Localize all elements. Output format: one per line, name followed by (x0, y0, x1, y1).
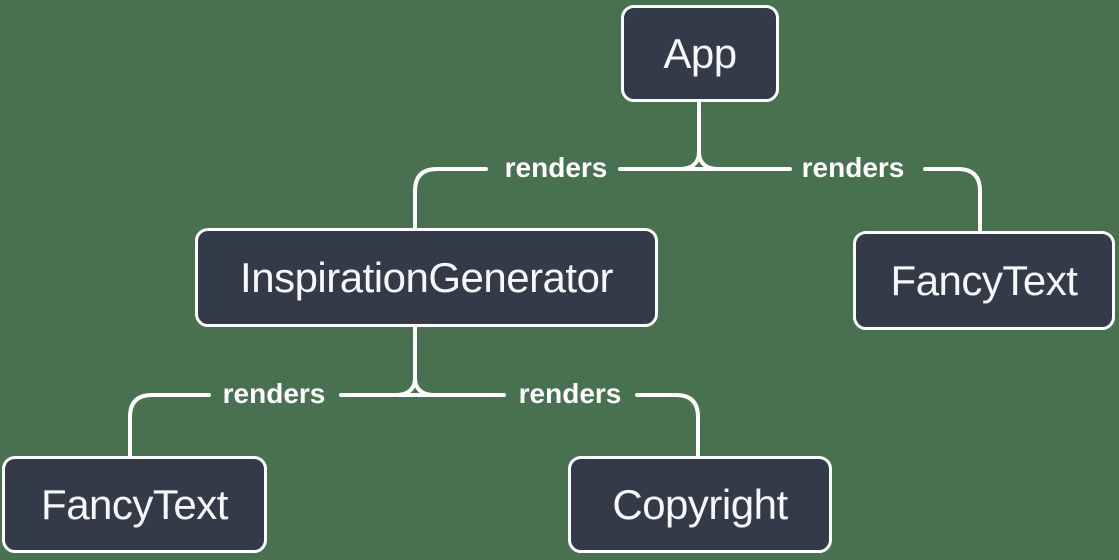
node-fancy-text-top-right: FancyText (853, 231, 1115, 330)
edge-inspirationgenerator-copyright-line (635, 393, 700, 458)
edge-app-flare-left-line (618, 150, 701, 171)
edge-inspirationgenerator-flare-left-line (339, 376, 417, 397)
node-fancy-text-bottom-left: FancyText (2, 456, 267, 553)
node-app-label: App (663, 29, 737, 77)
edge-label-inspirationgenerator-copyright: renders (518, 378, 622, 409)
node-fancy-text-top-right-label: FancyText (890, 256, 1078, 304)
edge-app-inspirationgenerator-line (413, 167, 488, 230)
edge-app-fancytext-line (923, 167, 982, 233)
node-app: App (621, 5, 779, 102)
node-copyright: Copyright (568, 456, 832, 553)
edge-inspirationgenerator-fancytext-line (128, 393, 211, 458)
node-inspiration-generator: InspirationGenerator (195, 228, 658, 327)
edge-inspirationgenerator-flare-right-line (413, 376, 506, 397)
edge-label-app-inspirationgenerator: renders (504, 152, 608, 183)
edge-label-app-fancytext: renders (801, 152, 905, 183)
node-copyright-label: Copyright (612, 480, 788, 528)
node-inspiration-generator-label: InspirationGenerator (240, 253, 613, 301)
edge-label-inspirationgenerator-fancytext: renders (222, 378, 326, 409)
node-fancy-text-bottom-left-label: FancyText (41, 480, 228, 528)
edge-app-flare-right-line (697, 150, 792, 171)
